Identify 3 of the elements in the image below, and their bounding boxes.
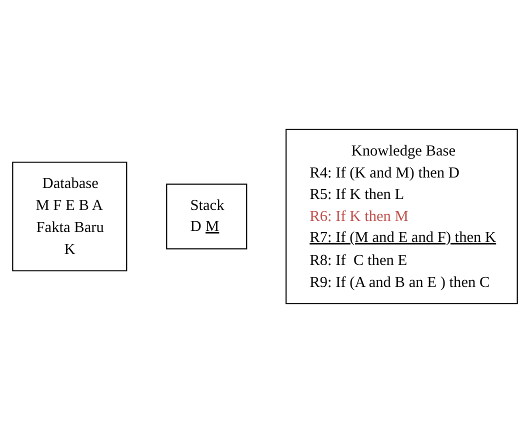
node-box: Knowledge Base R4: If (K and M) then D R5: If K then L R6: If K then M R7: If (M and E and F) then K R8: If C then E R9: If (A and B an E ) then C — [286, 128, 518, 304]
node-box: Database M F E B A Fakta Baru K — [12, 162, 128, 272]
node-box: Stack D M — [166, 184, 248, 250]
